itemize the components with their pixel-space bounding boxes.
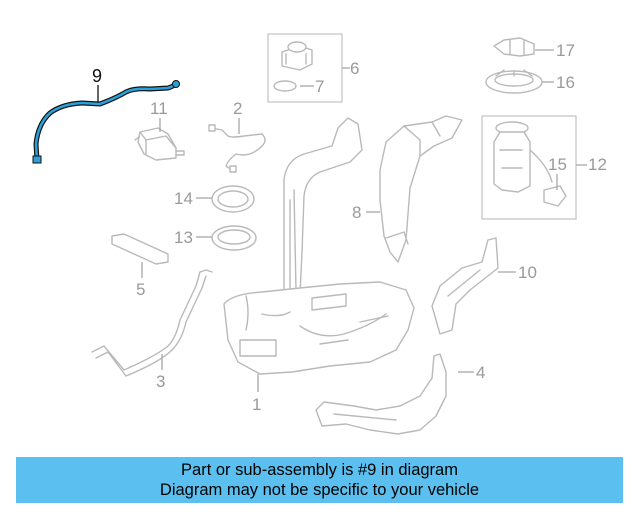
callout-16: 16 [556, 73, 575, 92]
callout-9: 9 [92, 66, 102, 86]
part-2-sensor-wire[interactable] [208, 124, 266, 173]
callout-10: 10 [518, 263, 537, 282]
callout-11: 11 [150, 99, 168, 118]
part-9-hose[interactable] [32, 80, 180, 164]
callout-4: 4 [476, 363, 485, 382]
callout-3: 3 [156, 372, 165, 391]
banner-line-2: Diagram may not be specific to your vehi… [159, 481, 480, 499]
part-13-seal[interactable] [211, 225, 257, 251]
callout-2: 2 [233, 99, 242, 118]
part-12-box[interactable] [481, 115, 577, 220]
callout-15: 15 [548, 155, 567, 174]
callout-14: 14 [174, 189, 193, 208]
part-4-shield[interactable] [315, 353, 447, 435]
part-3-strap[interactable] [91, 269, 213, 377]
banner-line-1: Part or sub-assembly is #9 in diagram [181, 461, 458, 479]
part-8-filler-pipe[interactable] [379, 115, 463, 263]
callout-6: 6 [350, 59, 359, 78]
callout-17: 17 [556, 41, 575, 60]
part-14-gasket[interactable] [211, 185, 255, 213]
part-6-box[interactable] [267, 33, 343, 103]
callout-7: 7 [315, 77, 324, 96]
callout-12: 12 [588, 155, 607, 174]
disclaimer-banner: Part or sub-assembly is #9 in diagram Di… [16, 457, 623, 503]
callout-8: 8 [352, 203, 361, 222]
part-11-fuel-filter[interactable] [134, 127, 185, 161]
part-16-lock-ring[interactable] [485, 69, 543, 94]
callout-1: 1 [252, 395, 261, 414]
part-5-bracket[interactable] [111, 233, 169, 265]
part-10-bracket[interactable] [431, 237, 499, 335]
callout-5: 5 [136, 280, 145, 299]
part-1-fuel-tank[interactable] [223, 117, 415, 375]
callout-13: 13 [174, 228, 193, 247]
part-17-connector[interactable] [493, 37, 535, 57]
